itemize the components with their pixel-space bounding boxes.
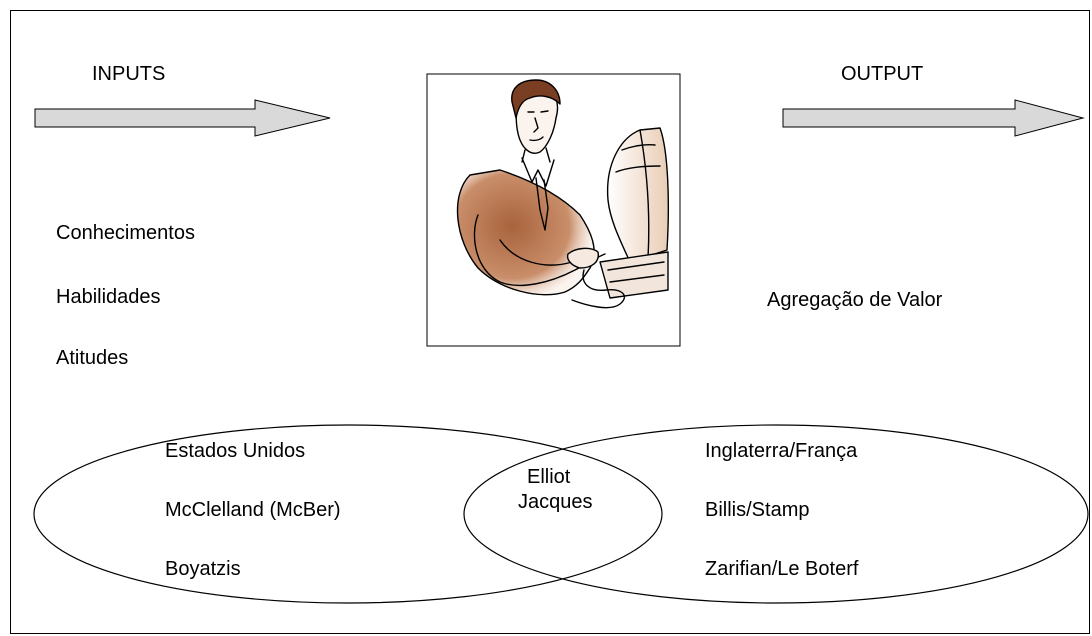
inputs-item: Conhecimentos [56,222,195,244]
input-arrow-icon [34,99,331,137]
inputs-heading: INPUTS [92,63,166,85]
left-circle [33,424,663,604]
right-circle-item: Inglaterra/França [705,440,858,462]
output-arrow-icon [782,99,1085,137]
right-circle-item: Zarifian/Le Boterf [705,558,859,580]
left-circle-item: Estados Unidos [165,440,306,462]
person-at-computer-icon [456,79,669,309]
left-circle-item: Boyatzis [165,558,241,580]
left-circle-item: McClelland (McBer) [165,499,341,521]
center-circle-line: Elliot [527,466,571,488]
output-item: Agregação de Valor [767,289,943,311]
inputs-item: Atitudes [56,347,129,369]
center-circle-line: Jacques [518,491,593,513]
inputs-item: Habilidades [56,286,161,308]
right-circle [463,424,1089,604]
output-heading: OUTPUT [841,63,924,85]
right-circle-item: Billis/Stamp [705,499,810,521]
diagram-frame [10,10,1090,634]
